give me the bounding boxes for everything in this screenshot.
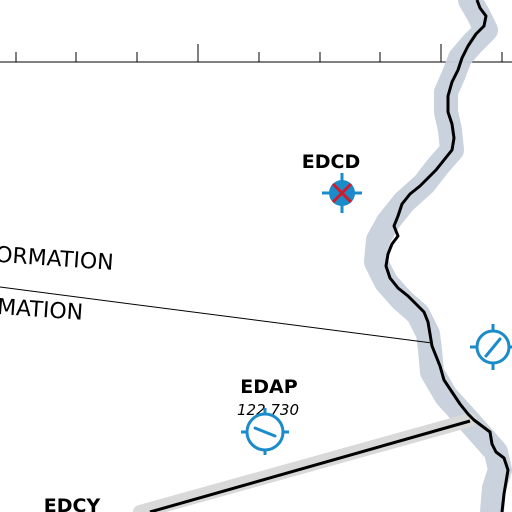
route-line xyxy=(149,419,471,512)
airspace-boundary-line xyxy=(0,286,433,344)
airfield-icon[interactable] xyxy=(470,324,512,370)
airfield-icon[interactable] xyxy=(241,408,289,455)
scale-bar xyxy=(0,44,512,63)
airspace-label: ORMATION xyxy=(0,243,114,276)
airport-ident: EDCY xyxy=(44,495,101,512)
airport-frequency: 122.730 xyxy=(237,401,299,419)
border-line xyxy=(384,0,510,512)
airport-ident: EDCD xyxy=(302,151,360,173)
airspace-label: MATION xyxy=(0,295,84,326)
closed-airport-icon[interactable] xyxy=(322,173,362,213)
airport-ident: EDAP xyxy=(240,376,297,398)
